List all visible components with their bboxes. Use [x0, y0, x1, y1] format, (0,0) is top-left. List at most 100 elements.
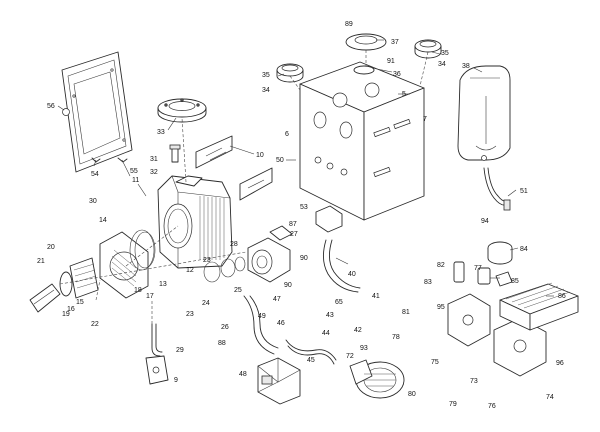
expansion-hose	[483, 167, 511, 211]
air-intake-ring-right	[414, 39, 442, 59]
callout-7: 7	[423, 116, 427, 123]
callout-74: 74	[546, 394, 554, 401]
exchanger-fins	[199, 196, 225, 261]
return-pipe	[243, 295, 279, 355]
callout-95: 95	[437, 304, 445, 311]
condensate-siphon	[145, 355, 169, 385]
callout-28: 28	[230, 241, 238, 248]
callout-50: 50	[276, 157, 284, 164]
callout-14: 14	[99, 217, 107, 224]
callout-54: 54	[91, 171, 99, 178]
callout-77: 77	[474, 265, 482, 272]
callout-40: 40	[348, 271, 356, 278]
callout-35a: 35	[262, 72, 270, 79]
callout-86: 86	[558, 293, 566, 300]
callout-26: 26	[221, 324, 229, 331]
rear-cover-panel	[61, 51, 133, 173]
callout-27: 27	[290, 231, 298, 238]
circulation-pump	[349, 359, 405, 399]
callout-5: 5	[402, 91, 406, 98]
callout-65: 65	[335, 299, 343, 306]
callout-16: 16	[67, 306, 75, 313]
fan-assembly	[247, 225, 293, 283]
callout-80: 80	[408, 391, 416, 398]
callout-37: 37	[391, 39, 399, 46]
callout-24: 24	[202, 300, 210, 307]
callout-25: 25	[234, 287, 242, 294]
heat-exchanger	[157, 175, 233, 269]
callout-45: 45	[307, 357, 315, 364]
callout-17: 17	[146, 293, 154, 300]
callout-75: 75	[431, 359, 439, 366]
callout-38: 38	[462, 63, 470, 70]
mounting-brackets	[195, 135, 273, 201]
callout-44: 44	[322, 330, 330, 337]
callout-36: 36	[393, 71, 401, 78]
plate-heat-exchanger	[499, 282, 579, 331]
callout-21: 21	[37, 258, 45, 265]
flue-adapter-ring	[345, 33, 387, 75]
assembly-lines	[59, 50, 429, 324]
callout-72: 72	[346, 353, 354, 360]
callout-51: 51	[520, 188, 528, 195]
callout-19: 19	[62, 311, 70, 318]
ignition-electrode	[29, 283, 61, 313]
callout-90a: 90	[300, 255, 308, 262]
callout-42: 42	[354, 327, 362, 334]
callout-87: 87	[289, 221, 297, 228]
callout-93: 93	[360, 345, 368, 352]
callout-89: 89	[345, 21, 353, 28]
callout-47: 47	[273, 296, 281, 303]
sensor-probe	[169, 144, 181, 163]
callout-82: 82	[437, 262, 445, 269]
pcb-bracket	[315, 205, 343, 233]
callout-10: 10	[256, 152, 264, 159]
callout-labels: 9 11 12 13 14 15 16 17 18 19 20 21 22 23…	[37, 21, 566, 410]
callout-84: 84	[520, 246, 528, 253]
callout-11: 11	[132, 177, 139, 184]
burner-gasket	[129, 229, 156, 271]
air-intake-ring-left	[276, 63, 304, 83]
pressure-sensor	[453, 261, 465, 283]
burner-door-ring	[157, 98, 207, 123]
callout-41: 41	[372, 293, 380, 300]
callout-49: 49	[258, 313, 266, 320]
callout-83: 83	[424, 279, 432, 286]
callout-55: 55	[130, 168, 138, 175]
callout-79: 79	[449, 401, 457, 408]
safety-valve	[477, 267, 513, 287]
callout-31: 31	[150, 156, 158, 163]
callout-33: 33	[157, 129, 165, 136]
callout-29: 29	[176, 347, 184, 354]
callout-96: 96	[556, 360, 564, 367]
callout-12: 12	[186, 267, 194, 274]
callout-30: 30	[89, 198, 97, 205]
callout-85: 85	[511, 278, 519, 285]
callout-32: 32	[150, 169, 158, 176]
callout-35b: 35	[441, 50, 449, 57]
callout-23a: 23	[203, 257, 211, 264]
callout-81: 81	[402, 309, 410, 316]
callout-34b: 34	[438, 61, 446, 68]
callout-18: 18	[134, 287, 142, 294]
callout-73: 73	[470, 378, 478, 385]
hydraulic-group	[447, 293, 547, 377]
callout-90b: 90	[284, 282, 292, 289]
callout-53: 53	[300, 204, 308, 211]
callout-23b: 23	[186, 311, 194, 318]
callout-91: 91	[387, 58, 395, 65]
callout-20: 20	[47, 244, 55, 251]
callout-22: 22	[91, 321, 99, 328]
gas-valve	[257, 357, 301, 405]
callout-34a: 34	[262, 87, 270, 94]
callout-48: 48	[239, 371, 247, 378]
callout-56: 56	[47, 103, 55, 110]
callout-94: 94	[481, 218, 489, 225]
callout-13: 13	[159, 281, 167, 288]
burner-mesh-tube	[59, 257, 99, 299]
expansion-vessel	[457, 65, 511, 161]
boiler-frame	[299, 61, 425, 221]
condensate-pipe	[285, 339, 337, 365]
air-vent-valve	[487, 241, 513, 265]
